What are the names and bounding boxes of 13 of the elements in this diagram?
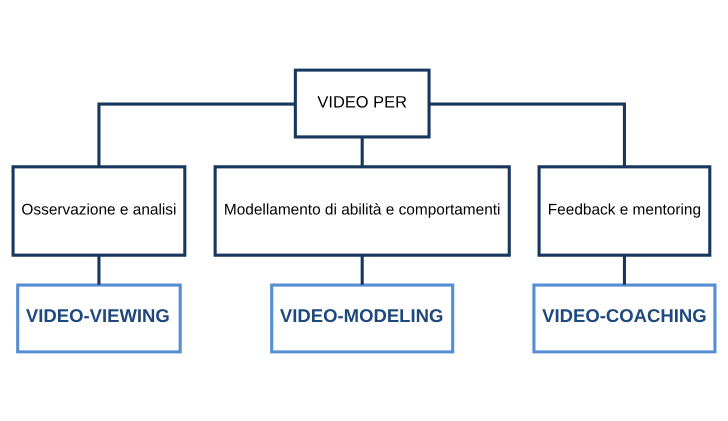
node-box: Feedback e mentoring	[538, 164, 712, 256]
node-box: VIDEO-VIEWING	[16, 283, 182, 353]
node-box: Osservazione e analisi	[12, 164, 186, 256]
connector	[429, 102, 626, 166]
node-box: VIDEO-COACHING	[532, 283, 716, 353]
connector	[360, 254, 364, 284]
connector	[97, 102, 296, 166]
node-box: Modellamento di abilità e comportamenti	[214, 164, 511, 256]
node-box: VIDEO-MODELING	[270, 283, 454, 353]
connector	[97, 254, 100, 284]
connector	[622, 254, 626, 284]
connector	[360, 136, 364, 166]
node-box: VIDEO PER	[294, 68, 431, 138]
